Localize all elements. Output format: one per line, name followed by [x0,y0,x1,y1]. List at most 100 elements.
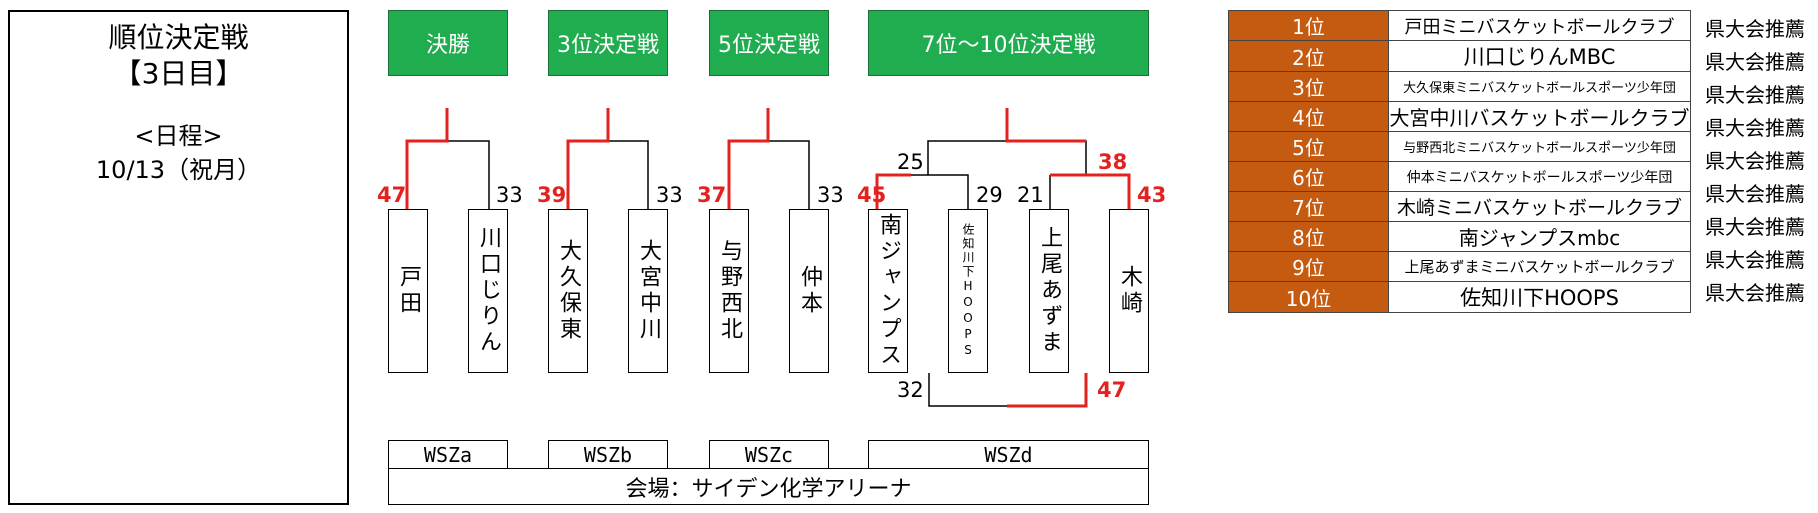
seventh-left-semi-line [911,174,969,209]
ranking-row: 3位 大久保東ミニバスケットボールスポーツ少年団 [1228,71,1691,102]
team-name: 戸田 [396,265,421,317]
header-fifth: 5位決定戦 [709,10,829,76]
venue-code-c: WSZc [709,440,829,470]
score-seventh-lower-left: 32 [897,378,924,402]
team-name: 川口じりん [476,226,501,356]
team-box-minamijumps: 南ジャンプス [868,209,908,373]
ranking-row: 2位 川口じりんMBC [1228,40,1691,72]
team-name: 大久保東 [556,239,581,343]
venue-name: 会場：サイデン化学アリーナ [388,468,1149,505]
score-seventh-team3: 21 [1017,183,1044,207]
final-loser-line [447,140,490,209]
schedule-info-box: 順位決定戦 【3日目】 <日程> 10/13（祝月） [8,10,349,505]
seventh-right-winner-line [1050,173,1131,209]
ranking-note: 県大会推薦 [1705,83,1805,107]
seventh-bottom-winner-line [1007,373,1088,408]
day-label: 【3日目】 [113,57,244,90]
ranking-row: 7位 木崎ミニバスケットボールクラブ [1228,191,1691,222]
ranking-row: 8位 南ジャンプスmbc [1228,221,1691,252]
venue-code-d: WSZd [868,440,1149,470]
team-name: 上尾あずま [1037,226,1062,356]
seventh-top-winner-line [1005,108,1086,143]
fifth-loser-line [768,140,810,209]
ranking-team: 上尾あずまミニバスケットボールクラブ [1388,251,1691,282]
ranking-row: 4位 大宮中川バスケットボールクラブ [1228,101,1691,132]
ranking-note: 県大会推薦 [1705,149,1805,173]
ranking-place: 9位 [1228,251,1389,282]
ranking-place: 1位 [1228,10,1389,41]
team-box-ageoazuma: 上尾あずま [1029,209,1069,373]
team-box-kawaguchi: 川口じりん [468,209,508,373]
ranking-row: 1位 戸田ミニバスケットボールクラブ [1228,10,1691,41]
ranking-row: 6位 仲本ミニバスケットボールスポーツ少年団 [1228,161,1691,192]
seventh-top-line [927,140,1087,175]
team-box-nakamoto: 仲本 [789,209,829,373]
seventh-bottom-line-left [928,373,1007,407]
score-seventh-lower-right: 47 [1097,378,1127,402]
ranking-row: 10位 佐知川下HOOPS [1228,281,1691,313]
ranking-place: 3位 [1228,71,1389,102]
team-name: 木崎 [1117,265,1142,317]
venue-code-a: WSZa [388,440,508,470]
venue-code-b: WSZb [548,440,668,470]
team-box-kizaki: 木崎 [1109,209,1149,373]
ranking-note: 県大会推薦 [1705,248,1805,272]
team-name: 佐知川下HOOPS [961,223,975,359]
rankings-table: 1位 戸田ミニバスケットボールクラブ 2位 川口じりんMBC 3位 大久保東ミニ… [1228,10,1691,313]
team-name: 仲本 [797,265,822,317]
ranking-place: 8位 [1228,221,1389,252]
ranking-place: 6位 [1228,161,1389,192]
ranking-team: 戸田ミニバスケットボールクラブ [1388,10,1691,41]
ranking-place: 2位 [1228,40,1389,72]
team-name: 大宮中川 [636,239,661,343]
ranking-note: 県大会推薦 [1705,17,1805,41]
seventh-left-winner-line [875,173,911,209]
ranking-place: 10位 [1228,281,1389,313]
score-fifth-left: 37 [697,183,727,207]
score-seventh-semi-left: 25 [897,150,924,174]
score-seventh-team2: 29 [976,183,1003,207]
third-loser-line [608,140,649,209]
ranking-team: 与野西北ミニバスケットボールスポーツ少年団 [1388,131,1691,162]
ranking-note: 県大会推薦 [1705,215,1805,239]
ranking-team: 仲本ミニバスケットボールスポーツ少年団 [1388,161,1691,192]
info-title: 順位決定戦 [108,21,249,54]
team-name: 南ジャンプス [876,213,901,369]
team-box-toda: 戸田 [388,209,428,373]
score-seventh-team1: 45 [857,183,887,207]
ranking-place: 7位 [1228,191,1389,222]
score-final-right: 33 [496,183,523,207]
team-box-sachikawashimo: 佐知川下HOOPS [948,209,988,373]
score-fifth-right: 33 [817,183,844,207]
score-seventh-semi-right: 38 [1098,150,1128,174]
header-seventh: 7位～10位決定戦 [868,10,1149,76]
ranking-note: 県大会推薦 [1705,50,1805,74]
team-box-yonoseihoku: 与野西北 [709,209,749,373]
ranking-team: 大宮中川バスケットボールクラブ [1388,101,1691,132]
schedule-date: 10/13（祝月） [95,156,262,184]
header-third: 3位決定戦 [548,10,668,76]
team-box-okubohigashi: 大久保東 [548,209,588,373]
ranking-place: 4位 [1228,101,1389,132]
score-final-left: 47 [377,183,407,207]
ranking-team: 南ジャンプスmbc [1388,221,1691,252]
ranking-team: 佐知川下HOOPS [1388,281,1691,313]
score-third-left: 39 [537,183,567,207]
ranking-team: 木崎ミニバスケットボールクラブ [1388,191,1691,222]
ranking-row: 9位 上尾あずまミニバスケットボールクラブ [1228,251,1691,282]
team-name: 与野西北 [717,239,742,343]
ranking-team: 大久保東ミニバスケットボールスポーツ少年団 [1388,71,1691,102]
ranking-place: 5位 [1228,131,1389,162]
score-third-right: 33 [656,183,683,207]
ranking-row: 5位 与野西北ミニバスケットボールスポーツ少年団 [1228,131,1691,162]
third-winner-line [566,108,610,209]
team-box-omiyanakagawa: 大宮中川 [628,209,668,373]
header-final: 決勝 [388,10,508,76]
schedule-label: <日程> [134,122,223,150]
ranking-note: 県大会推薦 [1705,281,1805,305]
ranking-note: 県大会推薦 [1705,182,1805,206]
final-winner-line [405,108,449,209]
fifth-winner-line [727,108,770,209]
ranking-team: 川口じりんMBC [1388,40,1691,72]
ranking-note: 県大会推薦 [1705,116,1805,140]
